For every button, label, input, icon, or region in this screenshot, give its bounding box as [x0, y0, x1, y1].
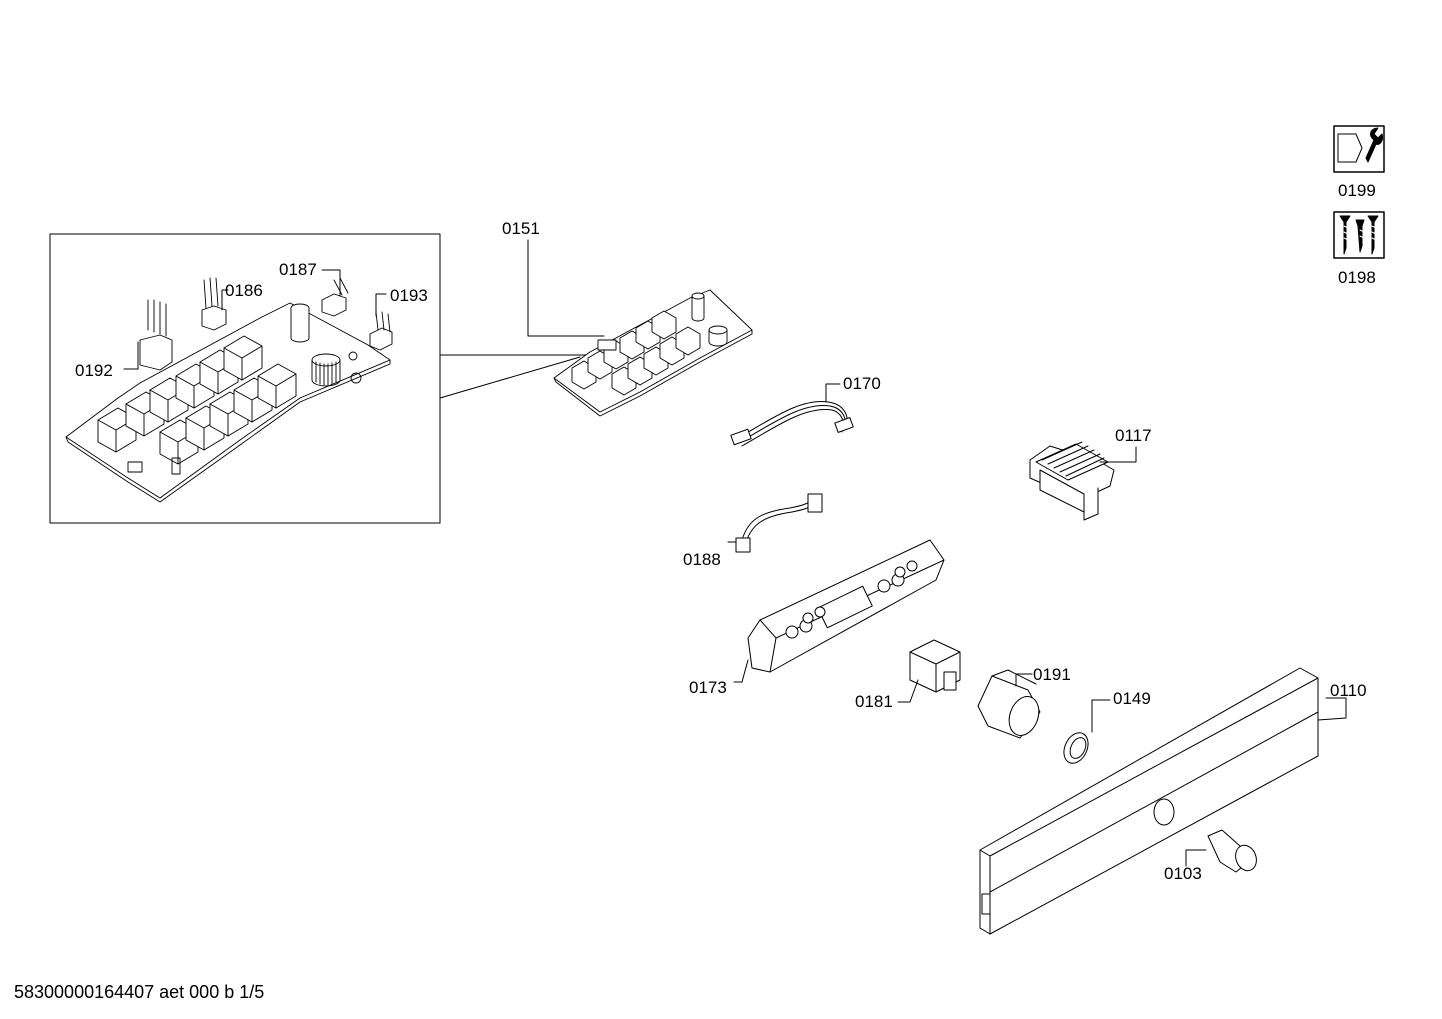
label-0173[interactable]: 0173 — [689, 678, 727, 697]
knob-0103 — [1185, 829, 1257, 873]
heat-sink-0117 — [1029, 441, 1137, 521]
knob-housing-0191 — [977, 669, 1041, 739]
leader-0151 — [527, 239, 605, 337]
document-footer-id: 58300000164407 aet 000 b 1/5 — [14, 982, 265, 1002]
control-frame-0173 — [733, 539, 945, 683]
circuit-board-0151 — [553, 289, 753, 417]
label-0170[interactable]: 0170 — [843, 374, 881, 393]
detail-circuit-board — [65, 277, 393, 503]
wrench-icon — [1333, 125, 1385, 173]
label-0193[interactable]: 0193 — [390, 286, 428, 305]
label-0149[interactable]: 0149 — [1113, 689, 1151, 708]
label-0191[interactable]: 0191 — [1033, 665, 1071, 684]
label-0181[interactable]: 0181 — [855, 692, 893, 711]
label-0151[interactable]: 0151 — [502, 219, 540, 238]
label-0110[interactable]: 0110 — [1330, 681, 1367, 700]
ribbon-cable-0170 — [730, 383, 854, 447]
ring-0149 — [1063, 699, 1111, 764]
label-0117[interactable]: 0117 — [1115, 426, 1152, 445]
label-0186[interactable]: 0186 — [225, 281, 263, 300]
label-0192[interactable]: 0192 — [75, 361, 113, 380]
label-0199[interactable]: 0199 — [1338, 181, 1376, 200]
label-0103[interactable]: 0103 — [1164, 864, 1202, 883]
label-0188[interactable]: 0188 — [683, 550, 721, 569]
detail-leaders — [123, 269, 387, 370]
screws-icon — [1333, 211, 1385, 259]
wire-harness-0188 — [727, 493, 823, 553]
label-0187[interactable]: 0187 — [279, 260, 317, 279]
label-0198[interactable]: 0198 — [1338, 268, 1376, 287]
switch-0181 — [897, 639, 961, 703]
control-panel-0110 — [979, 667, 1347, 935]
